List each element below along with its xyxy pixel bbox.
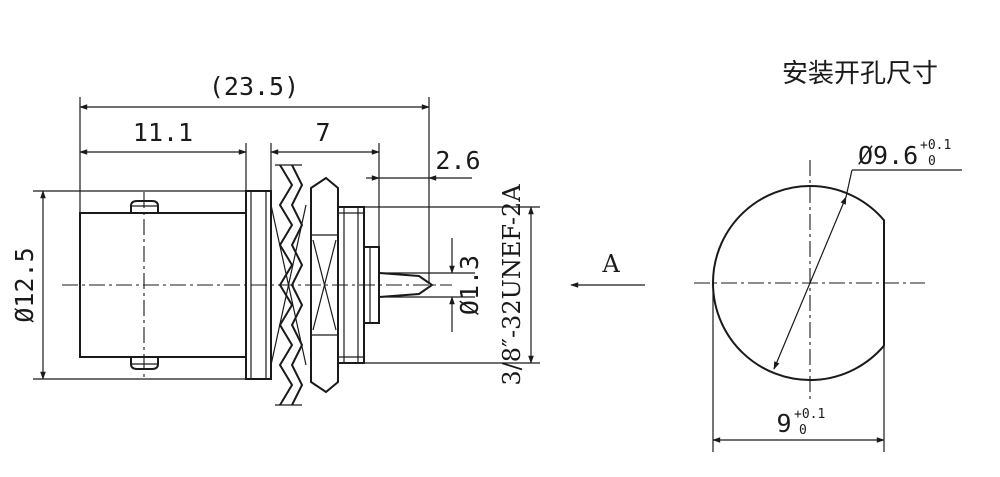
dim-cutout-diameter: Ø9.6 +0.1 0	[773, 138, 962, 370]
pin-length-label: 2.6	[435, 146, 480, 175]
thread-spec-label: 3/8″-32UNEF-2A	[498, 184, 526, 386]
dim-pin-length: 2.6	[366, 146, 481, 181]
body-length-label: 11.1	[133, 118, 193, 147]
dim-body-diameter: Ø12.5	[10, 190, 46, 380]
cutout-diameter-tol-upper: +0.1	[920, 138, 951, 153]
body-diameter-label: Ø12.5	[10, 247, 39, 322]
dim-overall-length: (23.5)	[79, 72, 430, 110]
cutout-diameter-label: Ø9.6	[858, 141, 918, 170]
lock-washer	[270, 164, 307, 406]
cutout-flat-tol-upper: +0.1	[794, 407, 825, 422]
overall-length-label: (23.5)	[209, 72, 299, 101]
side-view: (23.5) 11.1 7 2.6 Ø12.5 Ø1.3	[10, 72, 645, 406]
dim-pin-diameter: Ø1.3	[449, 238, 484, 332]
flange-length-label: 7	[315, 118, 330, 147]
view-arrow: A	[570, 250, 645, 288]
cutout-diameter-tol-lower: 0	[928, 154, 936, 169]
dim-flange-length: 7	[270, 118, 380, 155]
cutout-flat-tol-lower: 0	[799, 423, 807, 438]
threaded-shank	[337, 206, 365, 364]
cutout-flat-label: 9	[776, 409, 791, 438]
hex-nut	[310, 176, 339, 394]
dim-thread: 3/8″-32UNEF-2A	[498, 184, 534, 386]
dim-cutout-flat: 9 +0.1 0	[712, 290, 885, 452]
dim-body-length: 11.1	[79, 118, 247, 155]
cutout-title: 安装开孔尺寸	[782, 59, 938, 89]
view-marker-label: A	[601, 250, 620, 278]
connector-flange	[245, 190, 272, 380]
panel-cutout-view: 安装开孔尺寸 Ø9.6 +0.1 0 9 +0.1 0	[694, 59, 962, 452]
cutout-outline	[711, 185, 885, 381]
extension-lines	[33, 97, 540, 380]
center-pin	[378, 271, 434, 299]
pin-diameter-label: Ø1.3	[455, 255, 484, 315]
